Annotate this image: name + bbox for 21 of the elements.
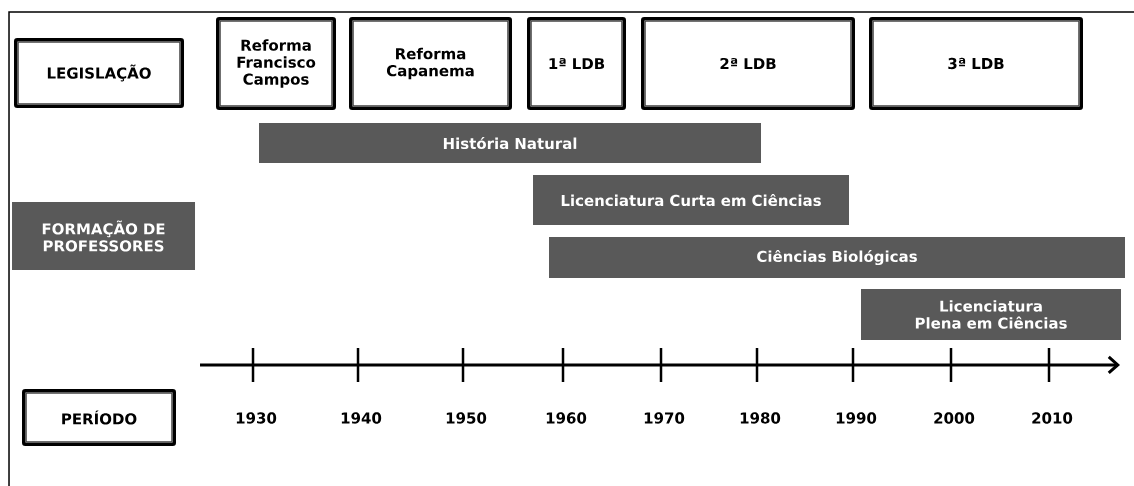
year-label: 2010 (1032, 412, 1073, 424)
legislation-box: 2ª LDB (641, 17, 855, 110)
period-bar: Licenciatura Plena em Ciências (861, 289, 1121, 340)
heading-box: PERÍODO (22, 389, 176, 446)
year-label: 1960 (546, 412, 587, 424)
legislation-box: 3ª LDB (869, 17, 1083, 110)
legislation-box: 1ª LDB (527, 17, 626, 110)
period-bar: Ciências Biológicas (549, 237, 1125, 278)
period-bar: Licenciatura Curta em Ciências (533, 175, 849, 225)
legislation-box: Reforma Capanema (349, 17, 512, 110)
legislation-box: Reforma Francisco Campos (216, 17, 336, 110)
year-label: 1930 (236, 412, 277, 424)
year-label: 1950 (446, 412, 487, 424)
year-label: 2000 (934, 412, 975, 424)
year-label: 1940 (341, 412, 382, 424)
year-label: 1980 (740, 412, 781, 424)
year-label: 1990 (836, 412, 877, 424)
period-bar: História Natural (259, 123, 761, 163)
year-label: 1970 (644, 412, 685, 424)
heading-box: LEGISLAÇÃO (14, 38, 184, 108)
heading-box: FORMAÇÃO DE PROFESSORES (12, 202, 195, 270)
